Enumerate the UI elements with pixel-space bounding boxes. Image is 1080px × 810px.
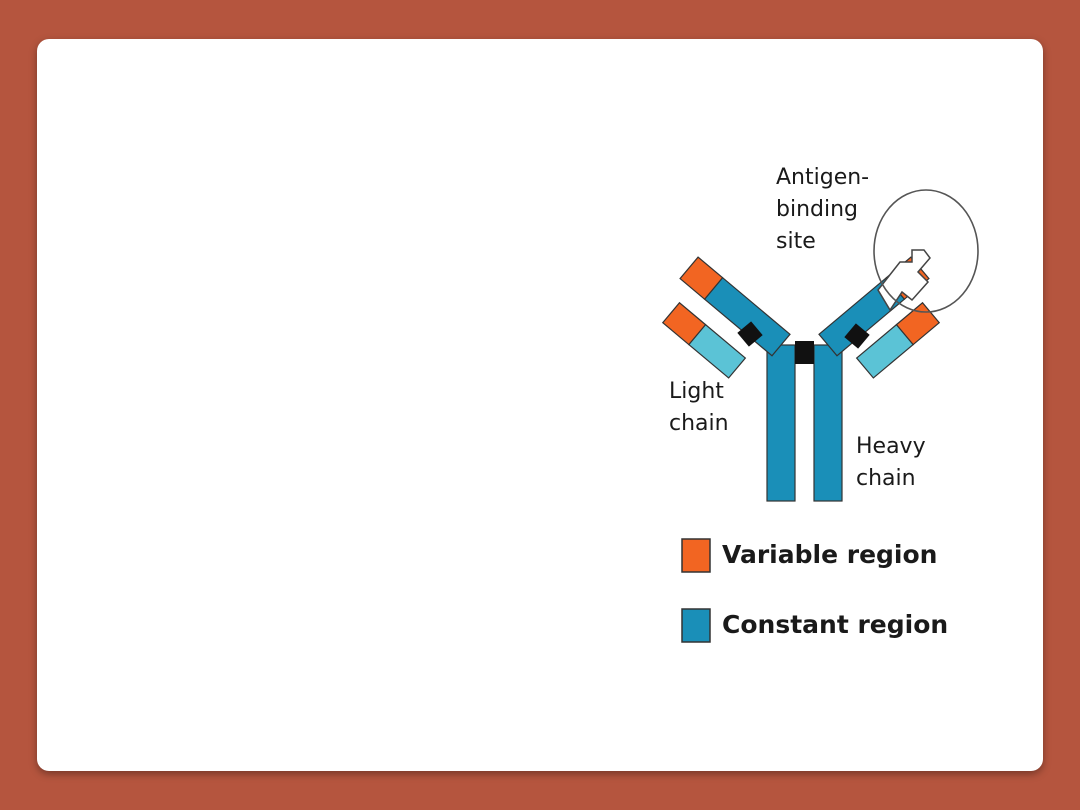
light-chain-right-bond	[844, 323, 870, 349]
hinge-bond	[795, 341, 814, 364]
light-chain-right	[855, 301, 941, 379]
heavy-chain-left-arm	[679, 256, 791, 357]
antigen-label-line3: site	[776, 229, 816, 254]
antigen-shape	[877, 249, 931, 312]
heavy-chain-left-stem	[766, 344, 796, 502]
legend-constant-label: Constant region	[722, 610, 948, 639]
light-chain-left-bond	[737, 321, 763, 347]
antigen-binding-site-ellipse	[873, 189, 979, 313]
legend-variable-label: Variable region	[722, 540, 937, 569]
light-chain-label-line2: chain	[669, 411, 729, 436]
light-chain-label-line1: Light	[669, 379, 724, 404]
slide-panel	[37, 39, 1043, 771]
heavy-chain-label-line2: chain	[856, 466, 916, 491]
legend-constant-swatch	[681, 608, 711, 643]
antigen-label-line1: Antigen-	[776, 165, 869, 190]
legend-variable-swatch	[681, 538, 711, 573]
heavy-chain-right-stem	[813, 344, 843, 502]
light-chain-left	[661, 301, 747, 379]
heavy-chain-label-line1: Heavy	[856, 434, 926, 459]
antigen-label-line2: binding	[776, 197, 858, 222]
